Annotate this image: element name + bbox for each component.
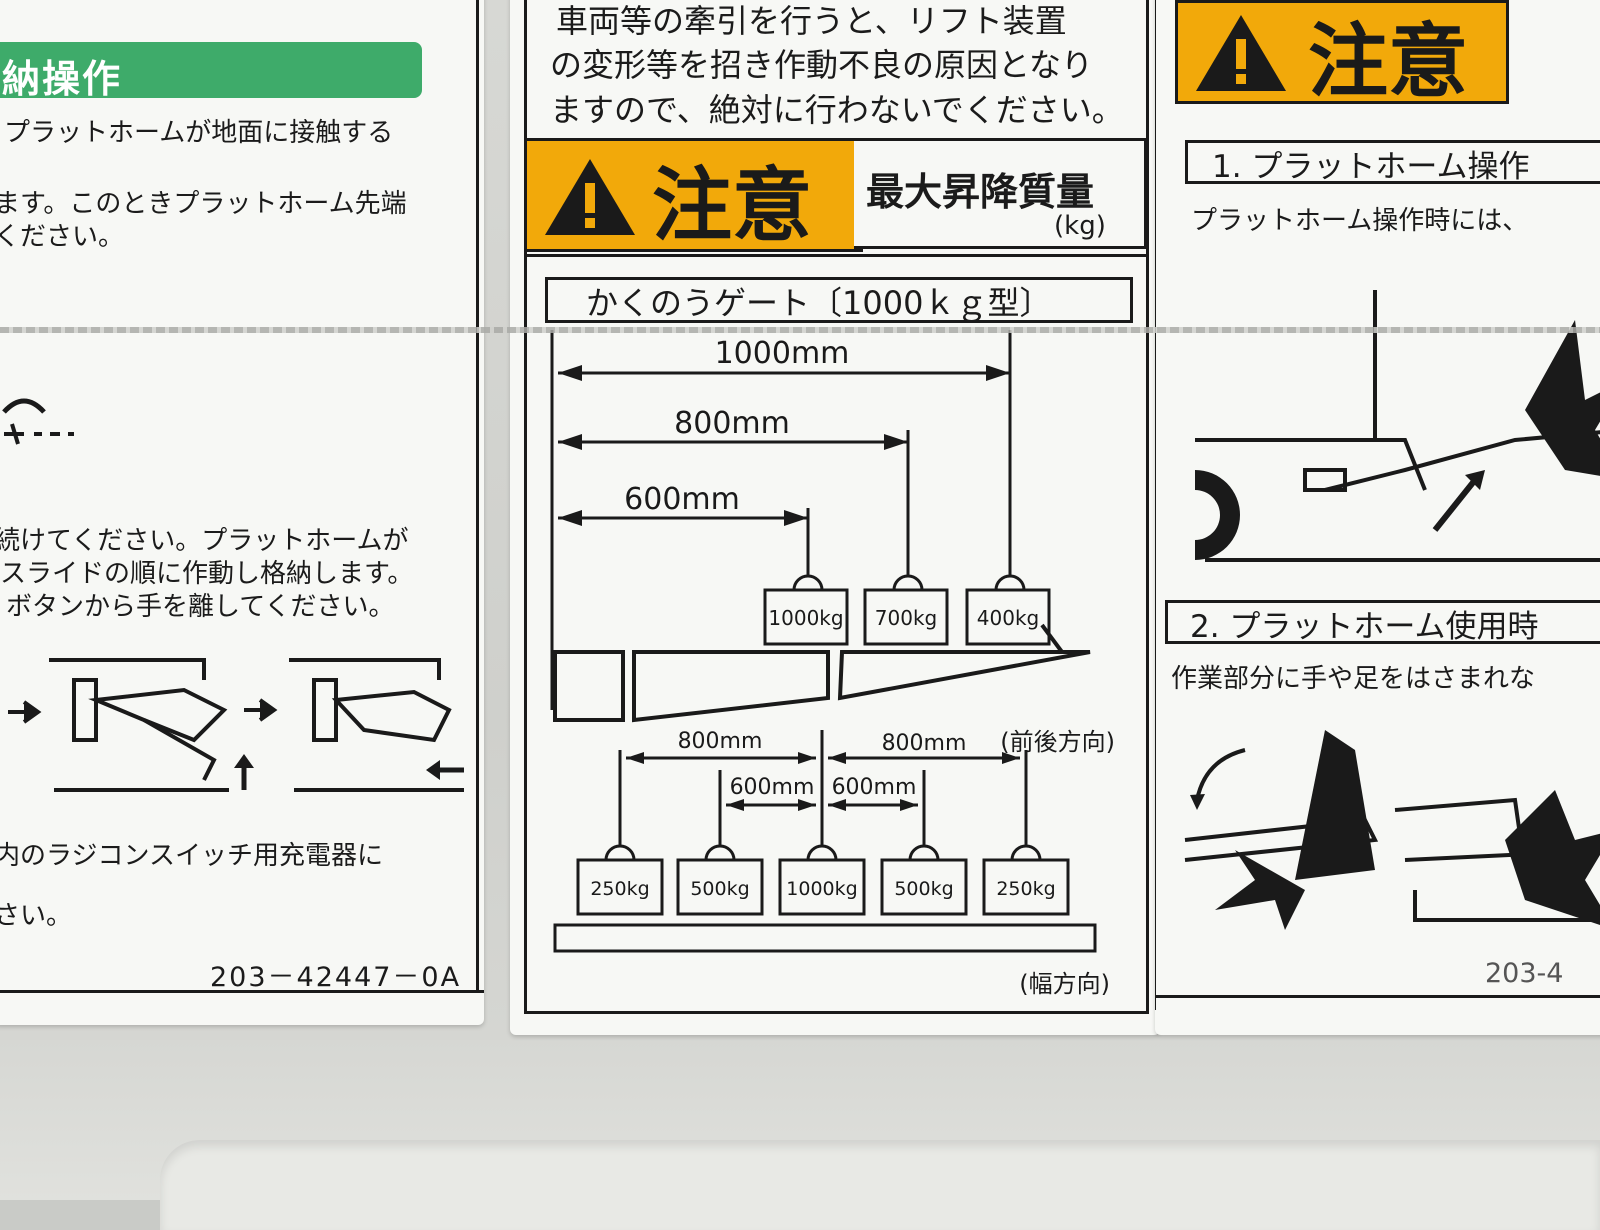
width-weight-label: 500kg: [894, 878, 953, 900]
platform-width-bar: [553, 923, 1097, 953]
section2-text: 作業部分に手や足をはさまれな: [1171, 664, 1536, 694]
left-text-line: さい。: [0, 901, 73, 931]
pinch-hazard-illustration: [1184, 730, 1600, 930]
left-text-line: ボタンから手を離してください。: [6, 592, 395, 622]
platform-operation-illustration: [1195, 290, 1600, 562]
dim-label-600: 600mm: [624, 482, 740, 517]
model-label: かくのうゲート〔1000ｋｇ型〕: [586, 284, 1052, 322]
left-text-line: 続けてください。プラットホームが: [0, 526, 409, 556]
left-text-line: ます。このときプラットホーム先端: [0, 189, 407, 219]
max-load-title: 最大昇降質量: [866, 170, 1095, 214]
left-border-bottom: [0, 990, 484, 993]
width-dim-label: 800mm: [678, 729, 763, 754]
caution-label: 注意: [524, 138, 863, 252]
max-load-unit: (kg): [1054, 211, 1106, 241]
warning-triangle-icon: [545, 159, 635, 235]
stow-sequence-diagram: [8, 658, 464, 792]
width-weight-label: 500kg: [690, 878, 749, 900]
left-instruction-sticker: 納操作 プラットホームが地面に接触する ます。このときプラットホーム先端 くださ…: [0, 0, 484, 1025]
width-weight-label: 250kg: [590, 878, 649, 900]
width-direction-label: (幅方向): [1019, 970, 1110, 998]
warning-triangle-icon: [1196, 15, 1286, 91]
max-load-header: 最大昇降質量 (kg): [854, 138, 1147, 249]
platform-segment-1: [632, 650, 830, 723]
platform-segment-2: [837, 650, 1091, 701]
surface-crack: [0, 327, 1600, 333]
width-dim-label: 600mm: [730, 775, 815, 800]
left-text-line: スライドの順に作動し格納します。: [0, 559, 414, 589]
dim-label-800: 800mm: [674, 406, 790, 441]
left-text-line: 内のラジコンスイッチ用充電器に: [0, 841, 383, 871]
caution-word: 注意: [652, 159, 812, 252]
left-text-line: ください。: [0, 222, 125, 252]
model-label-box: かくのうゲート〔1000ｋｇ型〕: [545, 277, 1133, 323]
weight-label: 700kg: [875, 606, 937, 630]
panel-recess: [160, 1140, 1600, 1230]
section1-text: プラットホーム操作時には、: [1191, 206, 1529, 236]
left-text-line: プラットホームが地面に接触する: [4, 118, 394, 148]
right-border-bottom: [1155, 995, 1600, 998]
caution-word: 注意: [1308, 15, 1468, 108]
left-border-right: [476, 0, 479, 993]
dim-label-1000: 1000mm: [715, 336, 850, 371]
warning-text-line: の変形等を招き作動不良の原因となり: [550, 46, 1094, 84]
motion-icon: [2, 398, 74, 445]
platform-base-block: [553, 650, 625, 722]
center-capacity-sticker: 車両等の牽引を行うと、リフト装置 の変形等を招き作動不良の原因となり ますので、…: [510, 0, 1160, 1035]
weight-label: 400kg: [977, 606, 1039, 630]
weight-label: 1000kg: [768, 606, 843, 630]
section1-title: 1. プラットホーム操作: [1212, 149, 1530, 185]
right-border-left: [1155, 0, 1156, 1010]
section2-title-box: 2. プラットホーム使用時: [1165, 600, 1600, 645]
warning-text-line: 車両等の牽引を行うと、リフト装置: [556, 2, 1067, 40]
section1-title-box: 1. プラットホーム操作: [1185, 140, 1600, 185]
right-part-number: 203-4: [1485, 958, 1564, 989]
right-instruction-sticker: 注意 1. プラットホーム操作 プラットホーム操作時には、 2. プラットホーム…: [1155, 0, 1600, 1035]
stow-operation-heading-bar: 納操作: [0, 42, 422, 101]
stow-operation-heading: 納操作: [2, 57, 123, 101]
width-dim-label: 600mm: [832, 775, 917, 800]
warning-text-line: ますので、絶対に行わないでください。: [550, 91, 1124, 129]
section2-title: 2. プラットホーム使用時: [1190, 609, 1539, 645]
right-caution-label: 注意: [1175, 0, 1509, 108]
left-part-number: 203－42447－0A: [210, 962, 462, 993]
load-distribution-diagram: 1000mm 800mm 600mm 1000kg 700kg 400kg (前…: [550, 330, 1115, 998]
width-weight-label: 1000kg: [786, 878, 857, 900]
front-rear-direction-label: (前後方向): [1000, 728, 1115, 756]
width-dim-label: 800mm: [882, 731, 967, 756]
width-weight-label: 250kg: [996, 878, 1055, 900]
